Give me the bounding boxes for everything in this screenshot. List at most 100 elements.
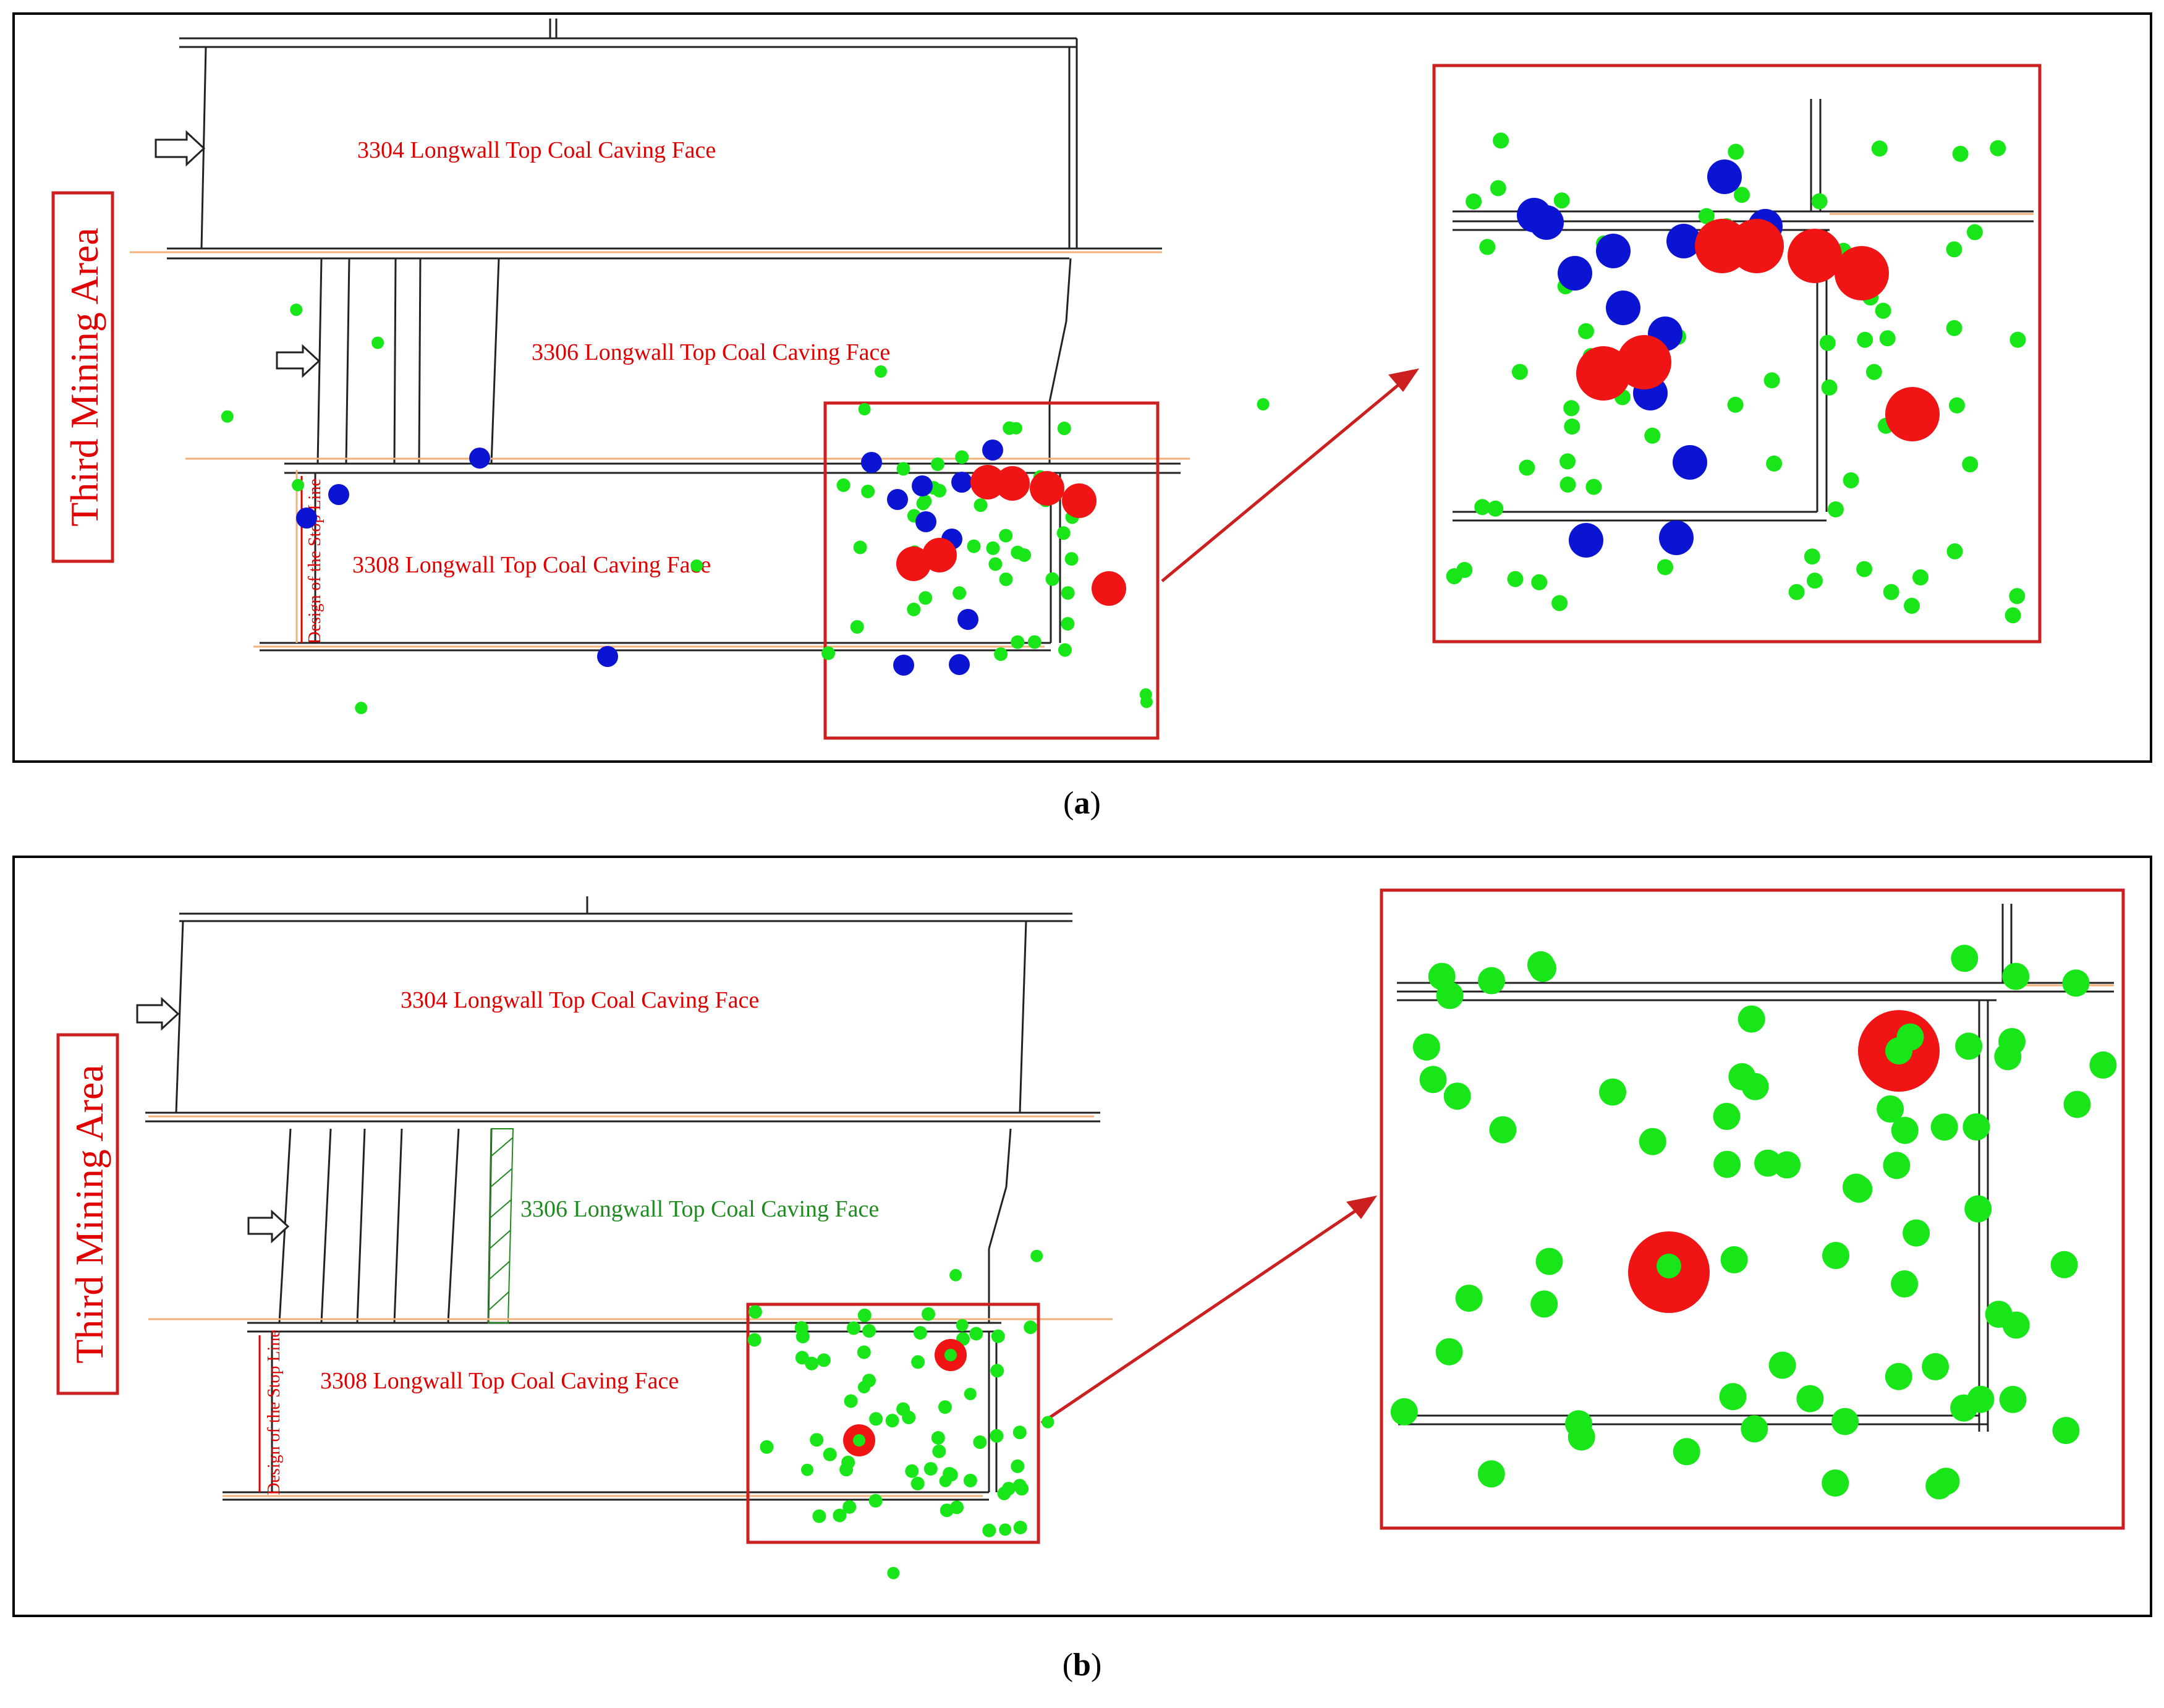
green-event bbox=[857, 1381, 870, 1393]
green-event bbox=[1962, 456, 1979, 473]
advance-arrow-icon bbox=[247, 1209, 290, 1244]
blue-event bbox=[1606, 291, 1640, 325]
red-event bbox=[922, 538, 957, 572]
green-event bbox=[1698, 208, 1715, 224]
green-event bbox=[1644, 427, 1661, 444]
green-event bbox=[1713, 1103, 1741, 1130]
green-event bbox=[1527, 951, 1555, 979]
green-event bbox=[964, 1388, 977, 1400]
blue-event bbox=[951, 472, 972, 493]
green-event bbox=[1766, 455, 1783, 472]
green-event bbox=[885, 1414, 899, 1428]
green-event bbox=[812, 1509, 826, 1523]
red-event bbox=[1092, 571, 1126, 606]
green-event bbox=[949, 1268, 962, 1281]
blue-event bbox=[957, 609, 978, 630]
green-event bbox=[1871, 140, 1888, 157]
green-event bbox=[1559, 476, 1576, 493]
green-event bbox=[1728, 143, 1744, 160]
green-event bbox=[2050, 1251, 2078, 1278]
green-event bbox=[1964, 1195, 1992, 1223]
green-event bbox=[1061, 617, 1075, 631]
green-event bbox=[810, 1433, 824, 1447]
green-event bbox=[1657, 559, 1673, 576]
green-event bbox=[862, 1323, 876, 1338]
green-event bbox=[1657, 1254, 1681, 1278]
green-event bbox=[1027, 635, 1042, 649]
green-event bbox=[1487, 500, 1504, 517]
green-event bbox=[1822, 1242, 1849, 1269]
green-event bbox=[1891, 1270, 1919, 1298]
green-event bbox=[1058, 643, 1072, 657]
green-event bbox=[1952, 145, 1969, 162]
green-event bbox=[1885, 1037, 1912, 1064]
panel-b-roadways bbox=[148, 1115, 1113, 1497]
green-event bbox=[1720, 1246, 1748, 1273]
green-event bbox=[1842, 1173, 1870, 1201]
green-event bbox=[969, 1327, 983, 1341]
green-event bbox=[974, 498, 988, 512]
green-event bbox=[371, 336, 384, 349]
panel-b-zoom-box bbox=[746, 1302, 1040, 1544]
green-event bbox=[999, 529, 1013, 543]
green-event bbox=[355, 702, 368, 715]
blue-event bbox=[912, 475, 933, 496]
green-event bbox=[967, 539, 981, 553]
green-event bbox=[853, 1434, 865, 1447]
green-event bbox=[944, 1349, 957, 1361]
zoom-arrow-icon bbox=[1040, 1206, 1361, 1425]
blue-event bbox=[597, 646, 618, 667]
green-event bbox=[1056, 526, 1071, 540]
blue-event bbox=[915, 511, 936, 532]
green-event bbox=[931, 1431, 945, 1445]
green-event bbox=[1064, 552, 1079, 566]
green-event bbox=[1875, 302, 1891, 319]
panel-b-face-3304: 3304 Longwall Top Coal Caving Face bbox=[401, 987, 759, 1013]
panel-a-side-label: Third Mining Area bbox=[62, 227, 106, 526]
green-event bbox=[910, 1476, 925, 1490]
green-event bbox=[1390, 1398, 1418, 1425]
advance-arrow-icon bbox=[155, 130, 206, 167]
blue-event bbox=[1596, 234, 1631, 268]
green-event bbox=[1865, 363, 1882, 380]
green-event bbox=[1639, 1128, 1666, 1155]
green-event bbox=[1551, 595, 1568, 611]
panel-a-face-3306: 3306 Longwall Top Coal Caving Face bbox=[532, 339, 890, 365]
green-event bbox=[982, 1523, 996, 1537]
green-event bbox=[1009, 422, 1022, 435]
green-event bbox=[1511, 363, 1528, 380]
green-event bbox=[1713, 1150, 1741, 1178]
green-event bbox=[1734, 187, 1750, 203]
green-event bbox=[1466, 193, 1482, 210]
green-event bbox=[1489, 1116, 1517, 1144]
green-event bbox=[1012, 1425, 1027, 1440]
green-event bbox=[1768, 1351, 1796, 1379]
red-event bbox=[970, 465, 1005, 499]
green-event bbox=[1741, 1073, 1769, 1100]
green-event bbox=[836, 478, 851, 492]
panel-b-face-3306: 3306 Longwall Top Coal Caving Face bbox=[520, 1196, 879, 1222]
green-event bbox=[931, 457, 944, 471]
green-event bbox=[796, 1330, 810, 1344]
green-event bbox=[905, 1464, 919, 1478]
green-event bbox=[1519, 459, 1535, 476]
green-event bbox=[913, 1326, 927, 1340]
red-event bbox=[1062, 483, 1097, 518]
blue-event bbox=[1666, 224, 1701, 258]
blue-event bbox=[1673, 445, 1707, 480]
green-event bbox=[1412, 1033, 1440, 1061]
green-event bbox=[1925, 1472, 1953, 1500]
green-event bbox=[1763, 372, 1780, 389]
blue-event bbox=[861, 452, 882, 473]
green-event bbox=[1478, 967, 1505, 995]
green-event bbox=[1955, 1032, 1983, 1060]
green-event bbox=[1946, 241, 1962, 258]
green-event bbox=[1061, 586, 1075, 600]
green-event bbox=[290, 304, 303, 317]
green-event bbox=[1930, 1113, 1958, 1141]
panel-a-frame bbox=[12, 12, 2152, 763]
panel-b-side-label: Third Mining Area bbox=[67, 1064, 111, 1363]
blue-event bbox=[328, 484, 349, 505]
green-event bbox=[1727, 396, 1744, 413]
green-event bbox=[2002, 962, 2030, 990]
